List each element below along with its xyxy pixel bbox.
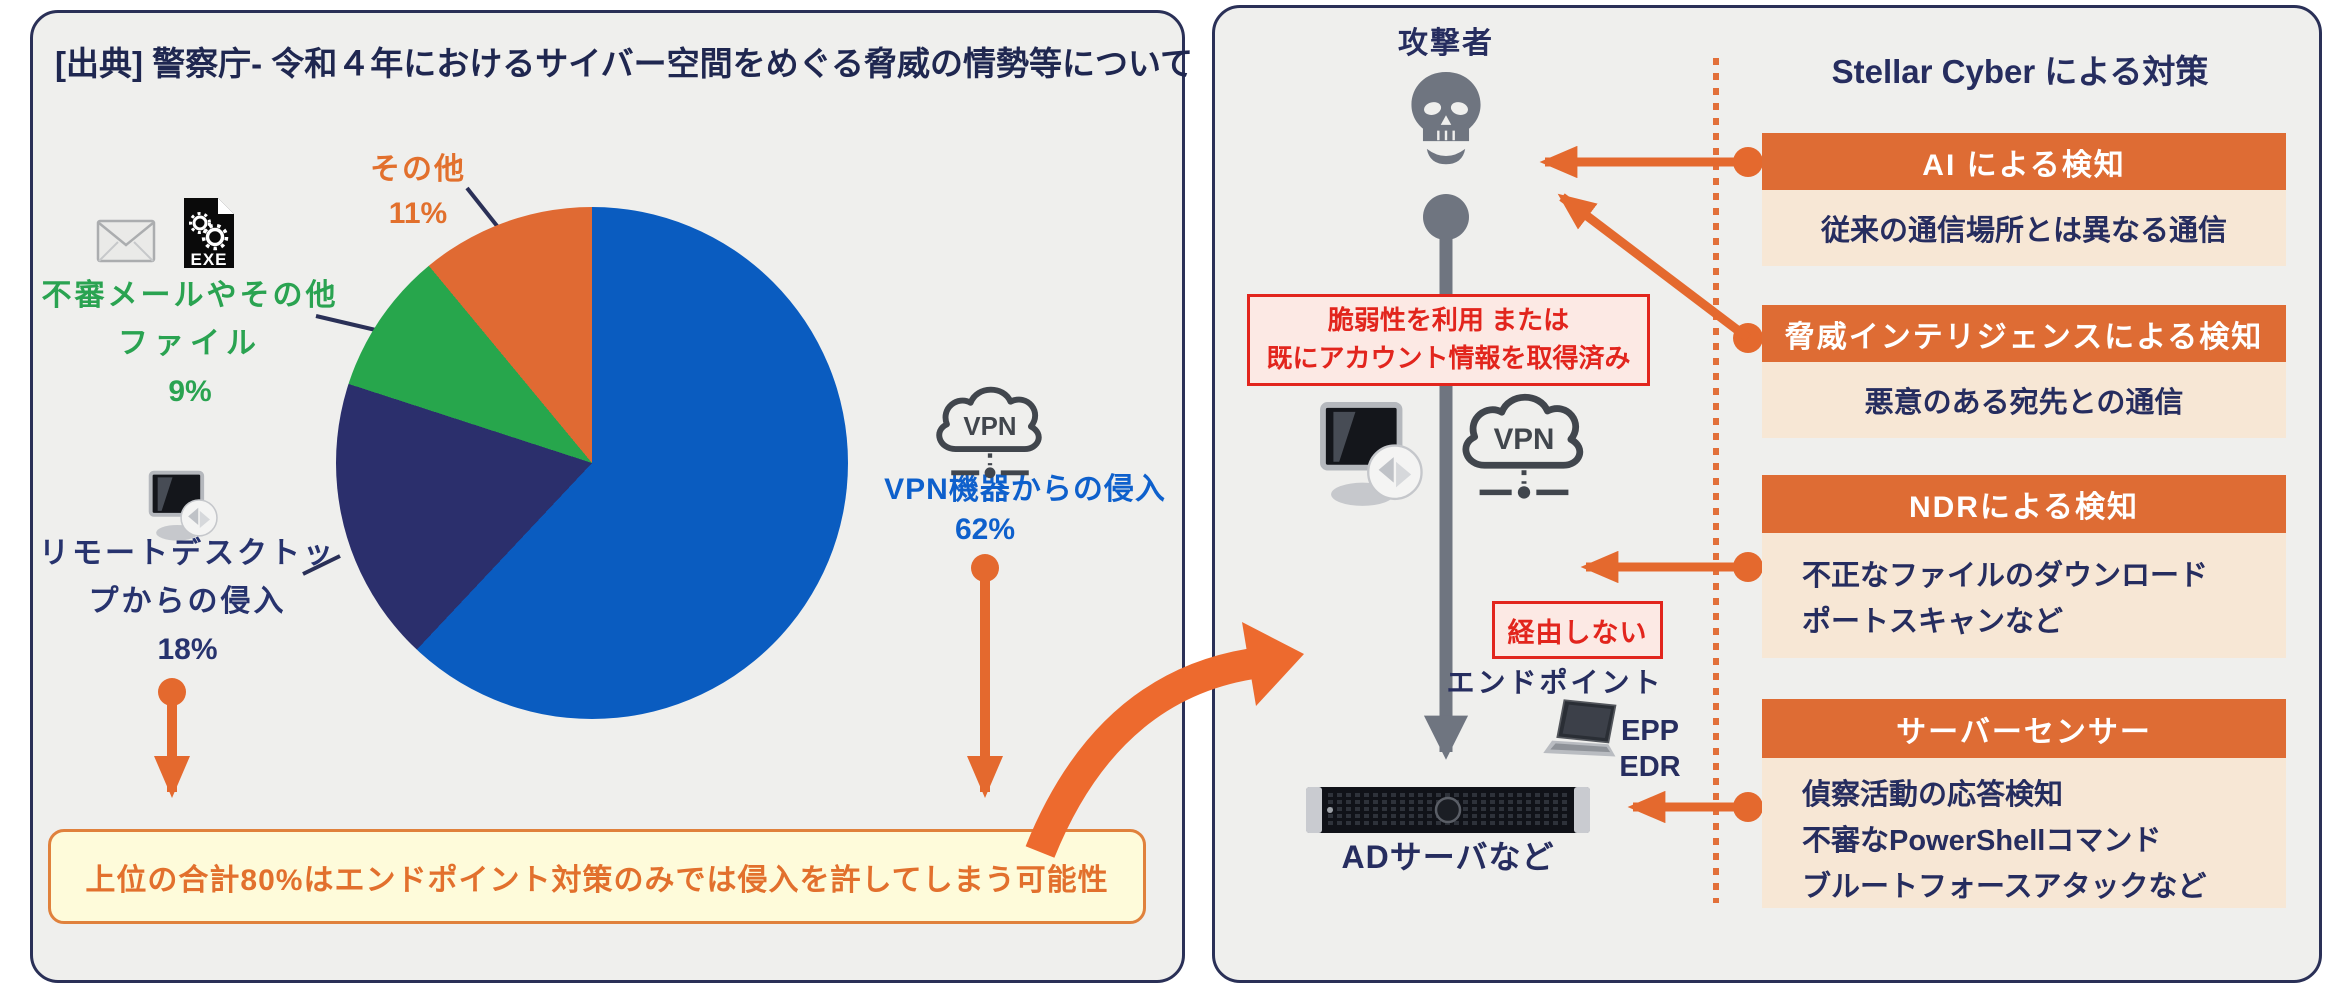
card-ndr-body-line1: 不正なファイルのダウンロード [1802,560,2209,592]
card-ai-detection: AI による検知 従来の通信場所とは異なる通信 [1762,133,2286,266]
pie-pct-mail: 9% [168,375,212,408]
card-ndr: NDRによる検知 不正なファイルのダウンロード ポートスキャンなど [1762,475,2286,658]
vpn-cloud-icon-right [1450,382,1598,514]
epp-label: EPP [1620,715,1680,747]
card-server-sensor-body-line2: 不審なPowerShellコマンド [1802,825,2162,857]
callout-text: 上位の合計80%はエンドポイント対策のみでは侵入を許してしまう可能性 [85,863,1109,897]
vpn-cloud-icon [925,378,1055,490]
exe-file-icon: EXE [184,198,234,269]
ad-server-label: ADサーバなど [1341,839,1555,875]
vulnerability-text-line2: 既にアカウント情報を取得済み [1266,343,1631,373]
card-server-sensor: サーバーセンサー 偵察活動の応答検知 不審なPowerShellコマンド ブルー… [1762,699,2286,908]
mail-envelope-icon [96,219,156,263]
remote-desktop-icon [146,468,224,546]
rack-server-icon [1306,787,1590,833]
card-server-sensor-body-line1: 偵察活動の応答検知 [1802,779,2064,811]
card-threat-intel: 脅威インテリジェンスによる検知 悪意のある宛先との通信 [1762,305,2286,438]
card-ndr-body-line2: ポートスキャンなど [1802,606,2064,638]
laptop-icon [1543,699,1617,757]
pie-chart [336,207,848,719]
card-server-sensor-body-line3: ブルートフォースアタックなど [1802,871,2207,903]
card-threat-intel-header: 脅威インテリジェンスによる検知 [1762,305,2286,362]
skull-icon [1398,68,1494,174]
pie-label-rdp-line1: リモートデスクトッ [39,537,336,570]
pie-pct-vpn: 62% [954,513,1016,546]
pie-label-mail-line1: 不審メールやその他 [41,279,339,312]
vulnerability-text-line1: 脆弱性を利用 または [1327,305,1570,336]
pie-pct-other: 11% [388,197,448,230]
card-ai-detection-body: 従来の通信場所とは異なる通信 [1762,190,2286,266]
card-ndr-header: NDRによる検知 [1762,475,2286,533]
card-threat-intel-body: 悪意のある宛先との通信 [1762,362,2286,438]
pie-label-rdp-line2: プからの侵入 [88,585,287,618]
pie-label-other: その他 [370,153,466,186]
exe-icon-text: EXE [190,250,227,269]
vulnerability-box: 脆弱性を利用 または 既にアカウント情報を取得済み [1247,294,1650,386]
solutions-title: Stellar Cyber による対策 [1831,53,2209,90]
callout-box: 上位の合計80%はエンドポイント対策のみでは侵入を許してしまう可能性 [48,829,1146,924]
pie-pct-rdp: 18% [157,633,218,666]
attacker-label: 攻撃者 [1398,27,1494,60]
card-ai-detection-header: AI による検知 [1762,133,2286,190]
bypass-text: 経由しない [1507,617,1648,648]
bypass-box: 経由しない [1492,601,1663,659]
pie-label-vpn: VPN機器からの侵入 [884,473,1166,506]
card-server-sensor-header: サーバーセンサー [1762,699,2286,758]
pie-label-mail-line2: ファイル [118,327,262,360]
endpoint-label: エンドポイント [1446,667,1664,698]
remote-desktop-icon-right [1316,398,1432,514]
edr-label: EDR [1619,751,1681,783]
card-server-sensor-body: 偵察活動の応答検知 不審なPowerShellコマンド ブルートフォースアタック… [1762,758,2286,908]
card-ndr-body: 不正なファイルのダウンロード ポートスキャンなど [1762,533,2286,658]
source-title: [出典] 警察庁- 令和４年におけるサイバー空間をめぐる脅威の情勢等について [55,45,1193,82]
